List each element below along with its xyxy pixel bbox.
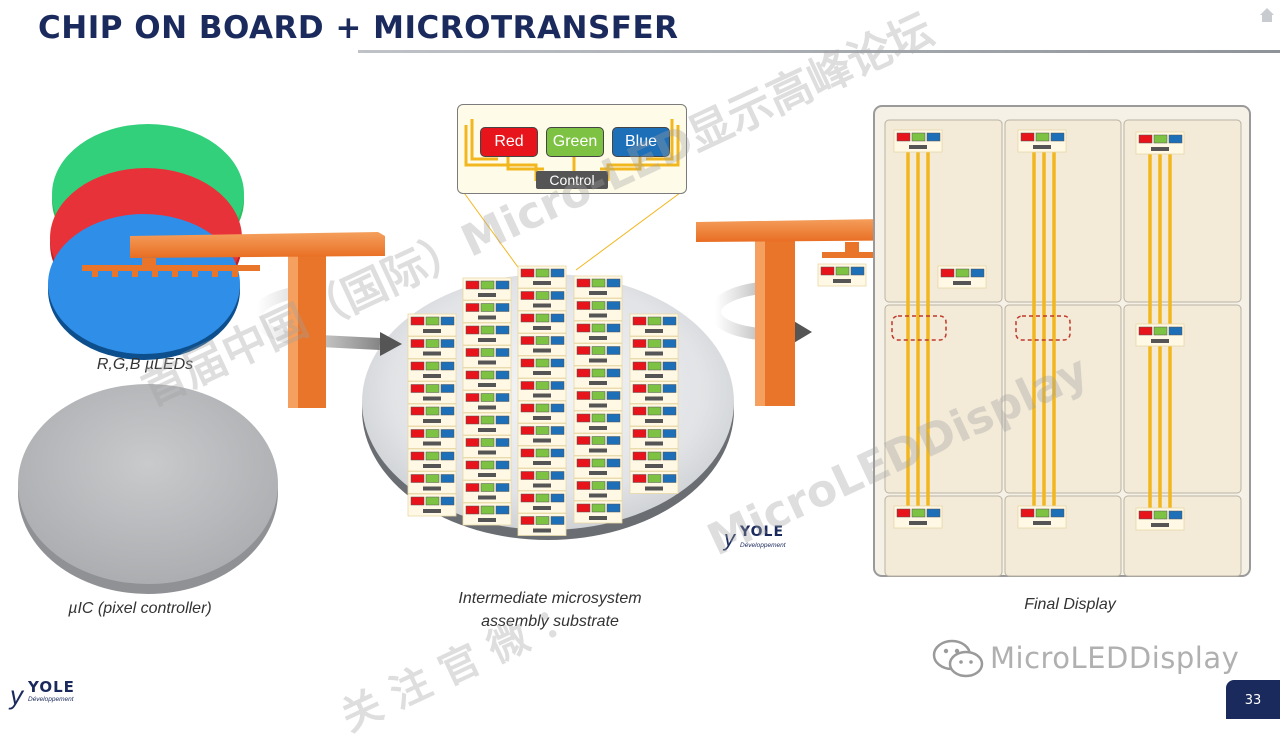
mini-pixel-chip	[517, 468, 567, 491]
mini-pixel-chip	[407, 358, 457, 382]
mini-pixel-chip	[629, 381, 679, 404]
mini-pixel-chip	[517, 513, 567, 536]
mini-pixel-chip	[407, 313, 457, 337]
mini-pixel-chip	[573, 433, 623, 456]
mini-pixel-chip	[573, 388, 623, 411]
mini-pixel-chip	[517, 490, 567, 514]
mini-pixel-chip	[462, 390, 512, 413]
wechat-account-name: MicroLEDDisplay	[990, 641, 1240, 675]
mini-pixel-chip	[407, 471, 457, 494]
mini-pixel-chip	[1017, 505, 1067, 529]
transfer-arm-left	[82, 232, 385, 408]
mini-pixel-chip	[629, 448, 679, 472]
diagram	[18, 105, 1251, 594]
caption-intermediate-line2: assembly substrate	[481, 613, 619, 630]
wechat-icon	[932, 639, 984, 678]
mini-pixel-chip	[462, 457, 512, 481]
slide-title: CHIP ON BOARD + MICROTRANSFER	[38, 10, 679, 46]
mini-pixel-chip	[517, 423, 567, 446]
caption-pixel-controller: µIC (pixel controller)	[68, 600, 212, 617]
rotation-arrow-right	[709, 282, 812, 344]
mini-pixel-chip	[462, 502, 512, 526]
mini-pixel-chip	[573, 343, 623, 366]
mini-pixel-chip	[573, 410, 623, 434]
mini-pixel-chip	[462, 367, 512, 391]
mini-pixel-chip	[573, 320, 623, 344]
red-led-chip: Red	[480, 127, 538, 157]
mini-pixel-chip	[517, 355, 567, 379]
mini-pixel-chip	[517, 445, 567, 469]
mini-pixel-chip	[407, 381, 457, 404]
mini-pixel-chip	[407, 426, 457, 449]
mini-pixel-chip	[1135, 323, 1185, 347]
mini-pixel-chip	[1017, 129, 1067, 153]
mini-pixel-chip	[462, 345, 512, 368]
mini-pixel-chip	[629, 313, 679, 337]
mini-pixel-chip	[517, 378, 567, 401]
mini-pixel-chip	[629, 426, 679, 449]
caption-rgb-leds: R,G,B µLEDs	[96, 356, 194, 373]
yole-logo-footer: y YOLE Développement	[10, 676, 100, 710]
mini-pixel-chip	[1135, 507, 1185, 531]
mini-pixel-chip	[573, 478, 623, 501]
title-rule	[358, 50, 1280, 53]
mini-pixel-chip	[937, 265, 987, 289]
mini-pixel-chip	[462, 277, 512, 301]
caption-intermediate-line1: Intermediate microsystem	[458, 590, 642, 607]
mini-pixel-chip	[573, 455, 623, 479]
mini-pixel-chip	[629, 403, 679, 427]
yole-footer-name: YOLE	[28, 678, 75, 696]
caption-final-display: Final Display	[1024, 596, 1116, 613]
yole-logo-center: y YOLE Développement	[724, 522, 808, 552]
mini-pixel-chip	[517, 310, 567, 334]
pixel-cell-zoom: Red Green Blue Control	[457, 104, 687, 194]
yole-logo-name: YOLE	[740, 524, 785, 540]
mini-pixel-chip	[893, 505, 943, 529]
display-pixel-chips	[817, 129, 1185, 531]
mini-pixel-chip	[462, 412, 512, 436]
mini-pixel-chip	[893, 129, 943, 153]
mini-pixel-chip	[629, 471, 679, 494]
final-display-panel	[873, 105, 1251, 577]
page-number: 33	[1226, 680, 1280, 719]
blue-led-chip: Blue	[612, 127, 670, 157]
mini-pixel-chip	[573, 500, 623, 524]
mini-pixel-chip	[629, 336, 679, 359]
yole-footer-sub: Développement	[28, 696, 74, 703]
mini-pixel-chip	[517, 400, 567, 424]
mini-pixel-chip	[407, 448, 457, 472]
mini-pixel-chip	[573, 365, 623, 389]
mini-pixel-chip	[573, 275, 623, 299]
yole-footer-mark-icon: y	[10, 680, 23, 710]
mini-pixel-chip	[517, 288, 567, 311]
mini-pixel-chip	[407, 336, 457, 359]
mini-pixel-chip	[817, 263, 867, 287]
pixel-controller-wafer	[18, 384, 278, 594]
mini-pixel-chip	[462, 435, 512, 458]
home-icon[interactable]	[1258, 6, 1276, 24]
mini-pixel-chip	[462, 480, 512, 503]
pixel-chip-grid	[407, 265, 679, 536]
mini-pixel-chip	[517, 333, 567, 356]
mini-pixel-chip	[407, 403, 457, 427]
mini-pixel-chip	[407, 493, 457, 517]
mini-pixel-chip	[517, 265, 567, 289]
mini-pixel-chip	[573, 298, 623, 321]
mini-pixel-chip	[462, 322, 512, 346]
mini-pixel-chip	[1135, 131, 1185, 155]
yole-logo-mark-icon: y	[724, 526, 735, 551]
mini-pixel-chip	[462, 300, 512, 323]
rotation-arrow-left	[250, 286, 402, 356]
control-chip: Control	[536, 171, 608, 189]
mini-pixel-chip	[629, 358, 679, 382]
green-led-chip: Green	[546, 127, 604, 157]
yole-logo-sub: Développement	[740, 542, 786, 549]
